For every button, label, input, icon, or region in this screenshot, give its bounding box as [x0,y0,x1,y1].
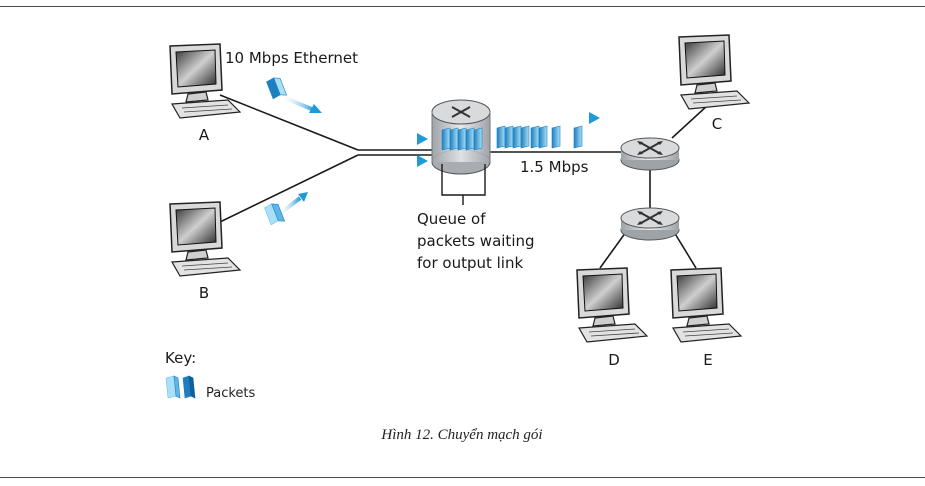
ethernet-link-label: 10 Mbps Ethernet [225,49,358,67]
arrow-output [496,112,600,124]
legend-packet-icon [165,375,196,399]
figure-caption: Hình 12. Chuyển mạch gói [380,427,542,443]
host-c: C [678,34,750,133]
queue-label-line2: packets waiting [417,232,535,250]
top-rule [0,6,925,7]
host-a: A [169,43,241,144]
arrow-from-b [276,192,308,217]
main-router [431,99,491,175]
arrow-into-router-2 [364,155,428,167]
queue-bracket [441,164,486,205]
network-links [219,94,709,269]
host-c-label: C [712,115,722,133]
output-packets [496,125,583,149]
host-a-label: A [199,126,210,144]
host-b-label: B [199,284,209,302]
host-d-label: D [608,351,620,369]
legend-title: Key: [165,349,196,367]
packet-from-b [264,203,286,226]
flow-arrows [276,94,600,217]
bottom-rule [0,477,925,478]
output-link-label: 1.5 Mbps [520,158,589,176]
queue-label-line1: Queue of [417,210,486,228]
router-right [620,137,680,171]
router-lower [620,207,680,241]
packets-in-transit [264,77,583,226]
legend-packets-label: Packets [206,386,256,401]
host-e: E [670,267,742,369]
host-b: B [169,201,241,302]
host-e-label: E [703,351,712,369]
host-d: D [576,267,648,369]
queued-packets [441,127,483,151]
arrow-from-a [279,94,322,113]
arrow-into-router-1 [364,133,428,145]
queue-label-line3: for output link [417,254,523,272]
packet-from-a [266,77,288,100]
legend: Key: Packets [165,349,256,401]
